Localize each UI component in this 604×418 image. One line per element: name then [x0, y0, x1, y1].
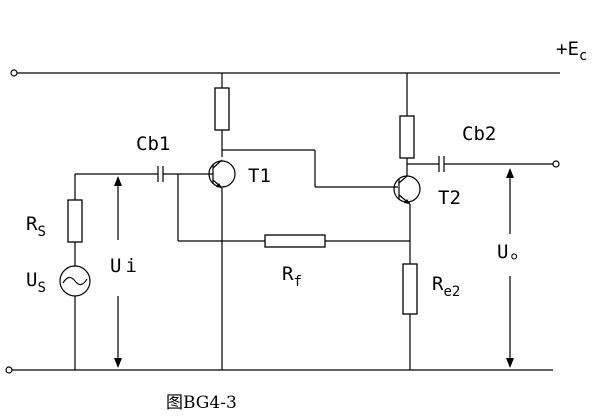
resistor-rc1 — [214, 87, 230, 131]
output-voltage-arrow — [506, 168, 514, 368]
label-t1: T1 — [248, 165, 271, 187]
resistor-rf — [264, 234, 326, 248]
label-rf: Rf — [282, 263, 302, 290]
input-voltage-arrow — [114, 176, 122, 368]
capacitor-cb1 — [157, 166, 164, 182]
voltage-source-us — [59, 265, 91, 297]
output-terminal — [552, 160, 560, 168]
label-rs: RS — [26, 213, 46, 240]
label-us: US — [26, 269, 46, 296]
capacitor-cb2 — [438, 156, 445, 172]
figure-caption: 图BG4-3 — [166, 393, 237, 413]
resistor-re2 — [402, 263, 418, 315]
label-t2: T2 — [438, 187, 461, 209]
transistor-t2 — [393, 175, 421, 205]
supply-terminal-left — [10, 69, 18, 77]
resistor-rs — [67, 199, 83, 243]
resistor-rc2 — [399, 115, 415, 159]
label-uo: U。 — [497, 241, 529, 263]
label-supply: +Ec — [556, 38, 587, 64]
ground-terminal-left — [5, 366, 13, 374]
label-cb1: Cb1 — [136, 133, 170, 155]
label-cb2: Cb2 — [462, 123, 496, 145]
label-re2: Re2 — [432, 273, 460, 300]
